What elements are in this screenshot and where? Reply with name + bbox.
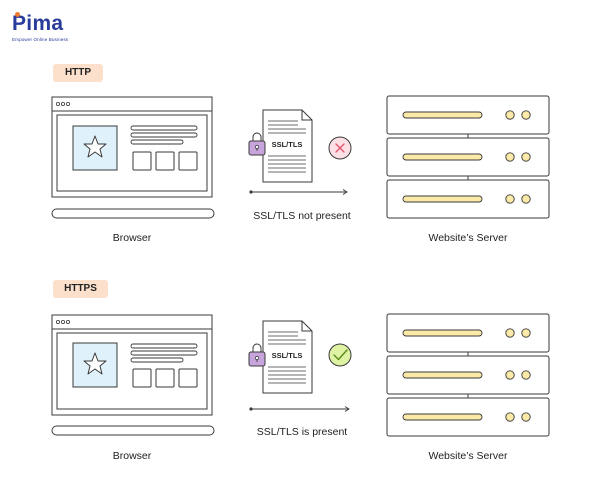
browser-label-http: Browser (112, 232, 152, 244)
ssl-caption-http: SSL/TLS not present (253, 210, 351, 222)
ssl-doc-label-http: SSL/TLS (271, 140, 303, 149)
http-badge: HTTP (53, 64, 103, 82)
browser-label-https: Browser (112, 450, 152, 462)
ssl-caption-https: SSL/TLS is present (256, 426, 348, 438)
https-badge: HTTPS (53, 280, 108, 298)
server-label-http: Website’s Server (428, 232, 508, 244)
brand-tagline: Empower Online Business (12, 37, 69, 42)
brand-logo: Pima Empower Online Business (12, 12, 82, 46)
brand-dot (15, 12, 20, 17)
ssl-doc-label-https: SSL/TLS (271, 351, 303, 360)
server-label-https: Website’s Server (428, 450, 508, 462)
brand-name: Pima (12, 12, 64, 35)
